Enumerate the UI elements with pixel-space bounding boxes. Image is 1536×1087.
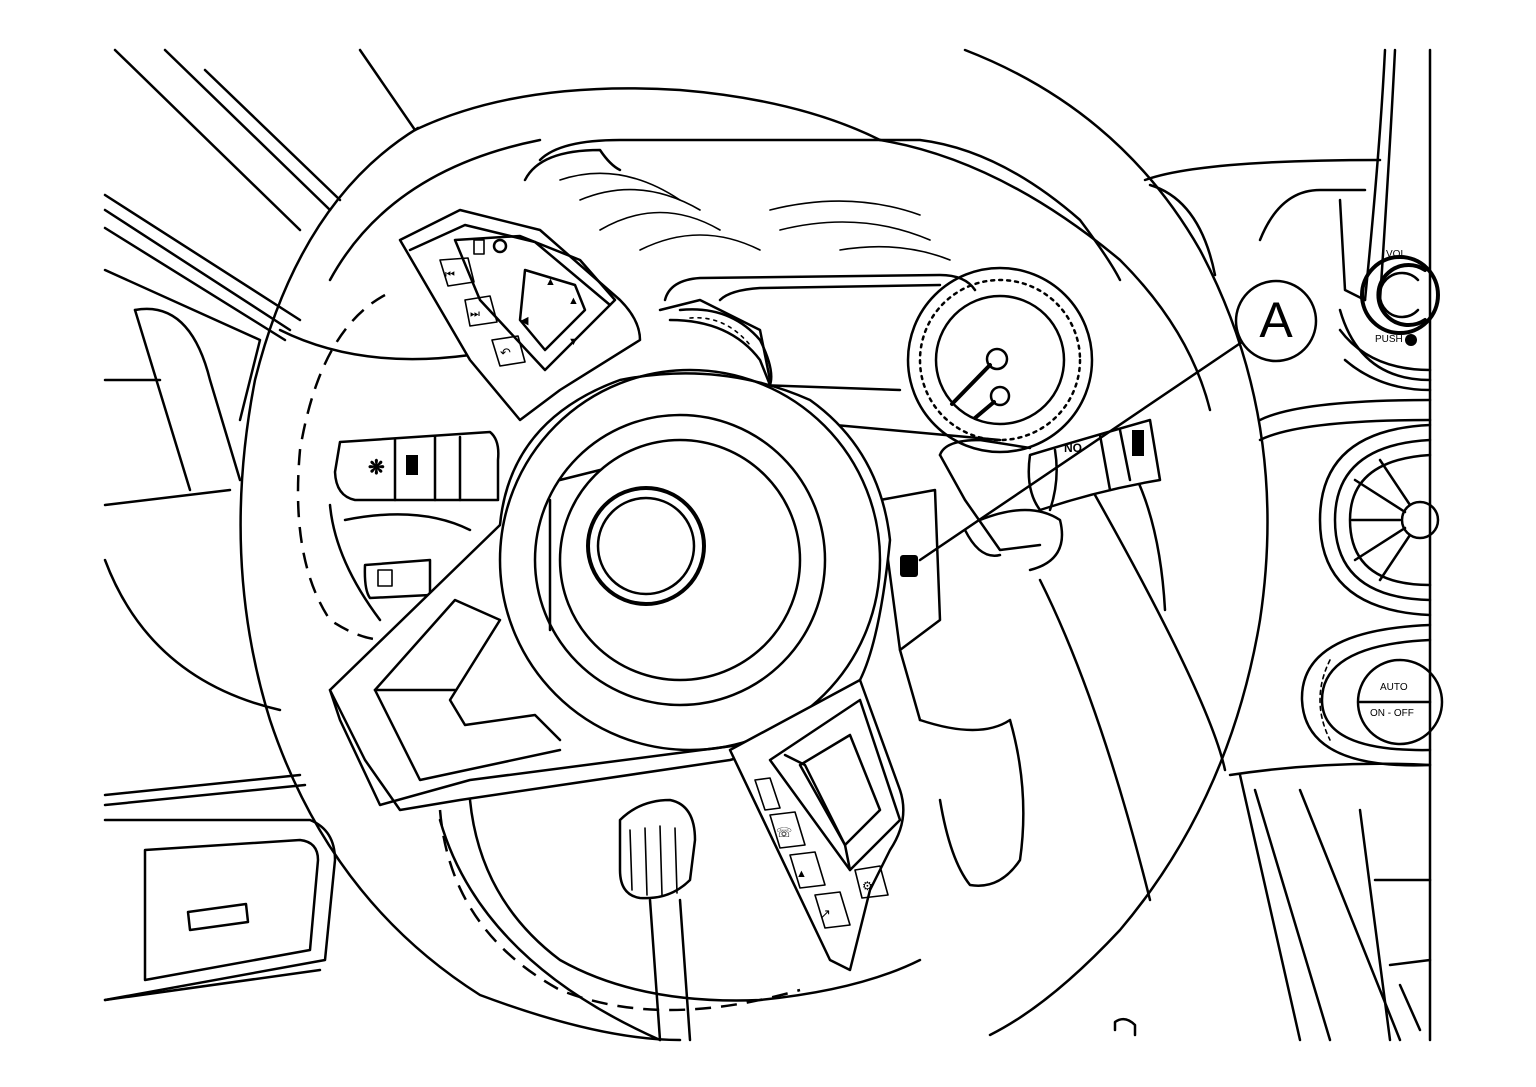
- callout-a: [918, 279, 1318, 562]
- steering-wheel-rim: [239, 48, 1269, 1042]
- svg-text:❋: ❋: [368, 457, 385, 479]
- radio-knob-bottom-label: PUSH: [1375, 334, 1403, 345]
- svg-text:↗: ↗: [820, 906, 831, 921]
- steering-hub: ▲ ▲ ◀ ▼ ⏮ ⏭ ↶ ☏ ▲ ↗: [328, 208, 905, 972]
- svg-text:⚙: ⚙: [862, 879, 873, 893]
- svg-text:▲: ▲: [568, 295, 579, 307]
- svg-text:▲: ▲: [545, 276, 556, 288]
- callout-a-label: A: [1259, 292, 1293, 348]
- instrument-cluster: [523, 138, 1122, 454]
- radio-knob: [1360, 255, 1440, 346]
- radio-knob-top-label: VOL: [1386, 249, 1407, 260]
- svg-text:⏮: ⏮: [445, 269, 455, 281]
- svg-text:☏: ☏: [776, 825, 792, 840]
- air-vent: [1318, 423, 1440, 617]
- left-dashboard: [103, 48, 417, 1002]
- climate-knob-bottom-label: ON - OFF: [1370, 708, 1414, 719]
- center-console: [1143, 48, 1432, 442]
- lower-console: [1113, 48, 1432, 1042]
- climate-knob-top-label: AUTO: [1380, 682, 1408, 693]
- svg-text:⏭: ⏭: [470, 308, 480, 320]
- svg-text:NO: NO: [1064, 441, 1082, 455]
- svg-text:▼: ▼: [568, 336, 579, 348]
- svg-text:▲: ▲: [796, 868, 807, 880]
- svg-text:◀: ◀: [520, 315, 529, 327]
- steering-column: [618, 488, 1025, 1042]
- left-stalk: ❋: [333, 430, 500, 600]
- right-stalk: NO: [938, 418, 1162, 902]
- climate-knob: [1300, 623, 1444, 767]
- svg-text:↶: ↶: [500, 345, 511, 360]
